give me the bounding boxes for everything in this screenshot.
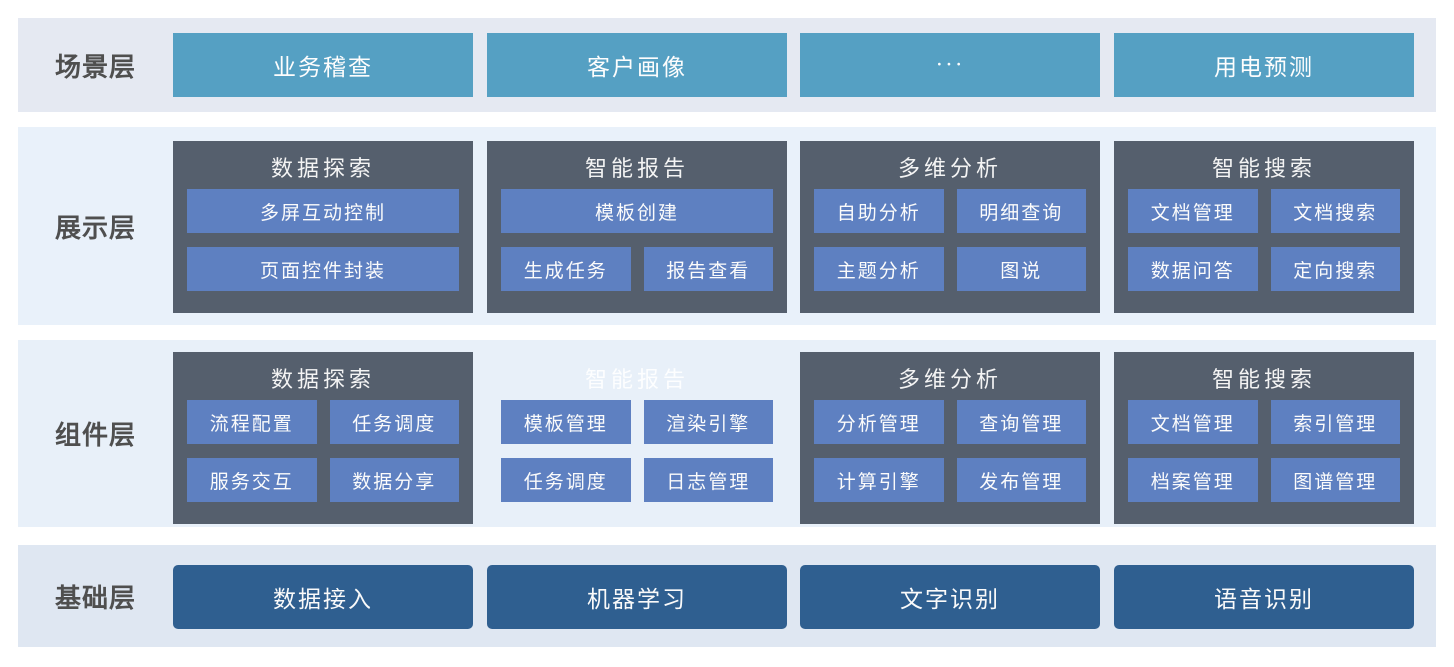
scenario-col-3: ··· <box>800 33 1100 97</box>
scenario-col-1: 业务稽查 <box>173 33 473 97</box>
group-row: 页面控件封装 <box>187 247 459 291</box>
scenario-button-ellipsis[interactable]: ··· <box>800 33 1100 97</box>
foundation-col-1: 数据接入 <box>173 565 473 629</box>
group-title: 智能报告 <box>584 156 689 181</box>
item-topic-analysis[interactable]: 主题分析 <box>814 247 944 291</box>
item-multiscreen-control[interactable]: 多屏互动控制 <box>187 189 459 233</box>
display-col-2: 智能报告 模板创建 生成任务 报告查看 <box>487 141 787 313</box>
scenario-button-customer-profile[interactable]: 客户画像 <box>487 33 787 97</box>
group-row: 生成任务 报告查看 <box>501 247 773 291</box>
item-task-schedule[interactable]: 任务调度 <box>329 400 459 444</box>
component-layer-label: 组件层 <box>54 420 136 450</box>
group-smart-report: 智能报告 模板创建 生成任务 报告查看 <box>487 141 787 313</box>
item-render-engine[interactable]: 渲染引擎 <box>643 400 773 444</box>
item-report-view[interactable]: 报告查看 <box>643 247 773 291</box>
item-flow-config[interactable]: 流程配置 <box>187 400 317 444</box>
foundation-button-machine-learning[interactable]: 机器学习 <box>487 565 787 629</box>
group-smart-search: 智能搜索 文档管理 索引管理 档案管理 图谱管理 <box>1114 352 1414 524</box>
scenario-col-4: 用电预测 <box>1114 33 1414 97</box>
group-row: 任务调度 日志管理 <box>501 458 773 502</box>
group-data-exploration: 数据探索 流程配置 任务调度 服务交互 数据分享 <box>173 352 473 524</box>
group-multidim-analysis: 多维分析 分析管理 查询管理 计算引擎 发布管理 <box>800 352 1100 524</box>
item-data-qa[interactable]: 数据问答 <box>1128 247 1258 291</box>
group-data-exploration: 数据探索 多屏互动控制 页面控件封装 <box>173 141 473 313</box>
group-row: 档案管理 图谱管理 <box>1128 458 1400 502</box>
component-layer-band: 组件层 数据探索 流程配置 任务调度 服务交互 数据分享 智能报告 模板管理 渲… <box>18 340 1436 527</box>
item-template-management[interactable]: 模板管理 <box>501 400 631 444</box>
item-selfservice-analysis[interactable]: 自助分析 <box>814 189 944 233</box>
item-service-interaction[interactable]: 服务交互 <box>187 458 317 502</box>
scenario-layer-band: 场景层 业务稽查 客户画像 ··· 用电预测 <box>18 18 1436 112</box>
group-row: 流程配置 任务调度 <box>187 400 459 444</box>
item-archive-management[interactable]: 档案管理 <box>1128 458 1258 502</box>
group-row: 数据问答 定向搜索 <box>1128 247 1400 291</box>
item-data-sharing[interactable]: 数据分享 <box>329 458 459 502</box>
display-layer-band: 展示层 数据探索 多屏互动控制 页面控件封装 智能报告 模板创建 生成任务 报告… <box>18 127 1436 325</box>
group-multidim-analysis: 多维分析 自助分析 明细查询 主题分析 图说 <box>800 141 1100 313</box>
item-compute-engine[interactable]: 计算引擎 <box>814 458 944 502</box>
group-title: 智能搜索 <box>1211 367 1316 392</box>
group-row: 文档管理 索引管理 <box>1128 400 1400 444</box>
foundation-button-ocr[interactable]: 文字识别 <box>800 565 1100 629</box>
display-col-3: 多维分析 自助分析 明细查询 主题分析 图说 <box>800 141 1100 313</box>
group-smart-report: 智能报告 模板管理 渲染引擎 任务调度 日志管理 <box>487 352 787 524</box>
scenario-button-business-audit[interactable]: 业务稽查 <box>173 33 473 97</box>
item-log-management[interactable]: 日志管理 <box>643 458 773 502</box>
item-publish-management[interactable]: 发布管理 <box>956 458 1086 502</box>
foundation-button-speech-recognition[interactable]: 语音识别 <box>1114 565 1414 629</box>
group-row: 自助分析 明细查询 <box>814 189 1086 233</box>
display-col-4: 智能搜索 文档管理 文档搜索 数据问答 定向搜索 <box>1114 141 1414 313</box>
group-title: 多维分析 <box>897 367 1002 392</box>
group-row: 多屏互动控制 <box>187 189 459 233</box>
item-doc-management[interactable]: 文档管理 <box>1128 189 1258 233</box>
scenario-col-2: 客户画像 <box>487 33 787 97</box>
item-page-widget-package[interactable]: 页面控件封装 <box>187 247 459 291</box>
group-smart-search: 智能搜索 文档管理 文档搜索 数据问答 定向搜索 <box>1114 141 1414 313</box>
group-title: 多维分析 <box>897 156 1002 181</box>
group-row: 服务交互 数据分享 <box>187 458 459 502</box>
group-row: 模板管理 渲染引擎 <box>501 400 773 444</box>
group-row: 主题分析 图说 <box>814 247 1086 291</box>
item-template-create[interactable]: 模板创建 <box>501 189 773 233</box>
item-chart-story[interactable]: 图说 <box>956 247 1086 291</box>
scenario-button-power-forecast[interactable]: 用电预测 <box>1114 33 1414 97</box>
display-layer-label: 展示层 <box>54 212 136 243</box>
foundation-col-2: 机器学习 <box>487 565 787 629</box>
item-task-schedule[interactable]: 任务调度 <box>501 458 631 502</box>
group-row: 模板创建 <box>501 189 773 233</box>
group-row: 计算引擎 发布管理 <box>814 458 1086 502</box>
group-title: 智能报告 <box>584 367 689 392</box>
item-doc-management[interactable]: 文档管理 <box>1128 400 1258 444</box>
component-col-2: 智能报告 模板管理 渲染引擎 任务调度 日志管理 <box>487 352 787 524</box>
item-index-management[interactable]: 索引管理 <box>1270 400 1400 444</box>
foundation-layer-label: 基础层 <box>54 582 136 613</box>
item-detail-query[interactable]: 明细查询 <box>956 189 1086 233</box>
display-col-1: 数据探索 多屏互动控制 页面控件封装 <box>173 141 473 313</box>
group-row: 分析管理 查询管理 <box>814 400 1086 444</box>
item-directed-search[interactable]: 定向搜索 <box>1270 247 1400 291</box>
item-graph-management[interactable]: 图谱管理 <box>1270 458 1400 502</box>
scenario-layer-label: 场景层 <box>54 51 136 82</box>
component-col-1: 数据探索 流程配置 任务调度 服务交互 数据分享 <box>173 352 473 524</box>
item-query-management[interactable]: 查询管理 <box>956 400 1086 444</box>
group-title: 数据探索 <box>270 156 375 181</box>
foundation-button-data-access[interactable]: 数据接入 <box>173 565 473 629</box>
group-title: 数据探索 <box>270 367 375 392</box>
group-row: 文档管理 文档搜索 <box>1128 189 1400 233</box>
component-col-3: 多维分析 分析管理 查询管理 计算引擎 发布管理 <box>800 352 1100 524</box>
item-doc-search[interactable]: 文档搜索 <box>1270 189 1400 233</box>
foundation-col-3: 文字识别 <box>800 565 1100 629</box>
foundation-col-4: 语音识别 <box>1114 565 1414 629</box>
component-col-4: 智能搜索 文档管理 索引管理 档案管理 图谱管理 <box>1114 352 1414 524</box>
group-title: 智能搜索 <box>1211 156 1316 181</box>
item-analysis-management[interactable]: 分析管理 <box>814 400 944 444</box>
item-generate-task[interactable]: 生成任务 <box>501 247 631 291</box>
foundation-layer-band: 基础层 数据接入 机器学习 文字识别 语音识别 <box>18 545 1436 647</box>
